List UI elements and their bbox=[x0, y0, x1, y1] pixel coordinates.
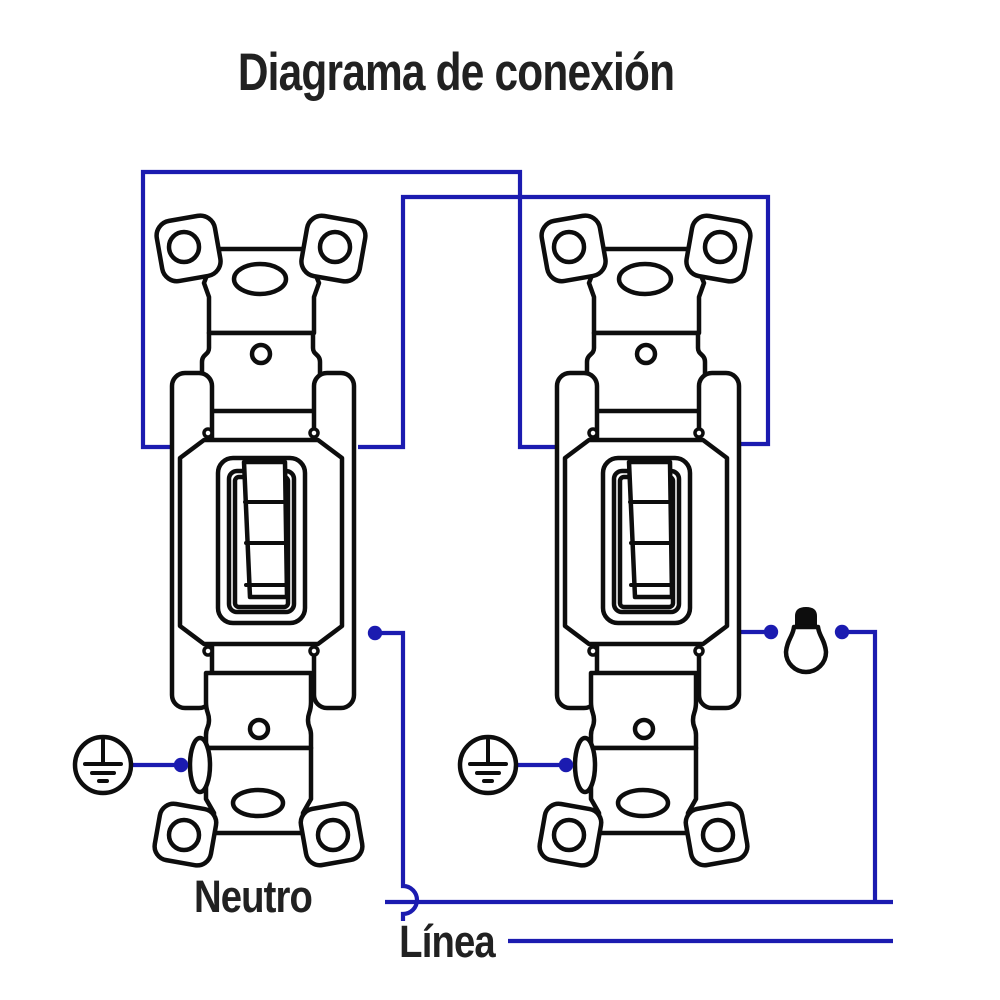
junction-dot bbox=[367, 625, 383, 641]
neutral-label: Neutro bbox=[194, 871, 312, 922]
junction-dot bbox=[834, 624, 850, 640]
page-title: Diagrama de conexión bbox=[238, 44, 674, 103]
junction-dot bbox=[763, 624, 779, 640]
bulb-glass bbox=[783, 624, 829, 675]
bulb-cap bbox=[795, 607, 817, 629]
wire-traveler-outer bbox=[140, 169, 561, 450]
wire-traveler-inner bbox=[358, 194, 771, 450]
line-label: Línea bbox=[399, 916, 496, 967]
wire-bulb-to-neutral bbox=[847, 629, 878, 902]
junction-dot bbox=[173, 757, 189, 773]
junction-dot bbox=[558, 757, 574, 773]
light-bulb-icon bbox=[783, 607, 829, 675]
ground-symbol-left bbox=[75, 737, 131, 793]
wire-line-drop-with-hop bbox=[381, 630, 420, 921]
ground-symbol-right bbox=[460, 737, 516, 793]
